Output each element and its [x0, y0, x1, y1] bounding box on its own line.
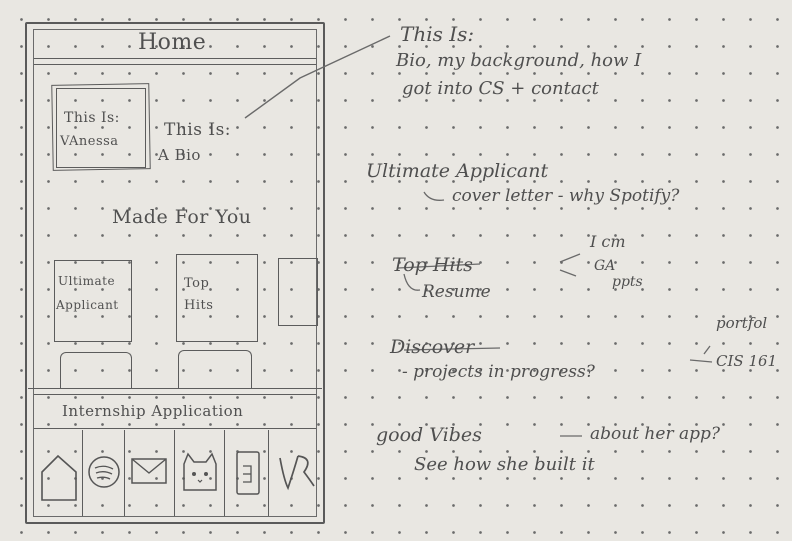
note-discover-title: Discover	[390, 336, 475, 358]
bio-card-label-2: VAnessa	[60, 134, 119, 149]
note-discover-side2: CIS 161	[716, 352, 778, 370]
tile-partial[interactable]	[278, 258, 318, 326]
tile-top-hits-label-2: Hits	[184, 298, 214, 313]
cat-icon[interactable]	[178, 450, 222, 494]
phone-frame: Home This Is: VAnessa This Is: A Bio Mad…	[25, 22, 325, 524]
spotify-icon[interactable]	[86, 454, 122, 490]
note-goodvibes-arrow: about her app?	[590, 424, 720, 444]
header-title: Home	[138, 30, 207, 55]
home-icon[interactable]	[38, 450, 80, 506]
note-this-is-line2: Bio, my background, how I	[396, 50, 642, 71]
tile-top-hits[interactable]	[176, 254, 258, 342]
tile-lower-2[interactable]	[178, 350, 252, 388]
header-divider	[34, 58, 316, 59]
note-ultimate-title: Ultimate Applicant	[366, 160, 549, 182]
tile-ultimate-label-1: Ultimate	[58, 274, 116, 288]
phone-icon[interactable]	[232, 448, 264, 500]
banner-label[interactable]: Internship Application	[62, 402, 244, 420]
header-divider-2	[34, 64, 316, 65]
bio-heading-2: A Bio	[158, 146, 201, 164]
bio-card-label-1: This Is:	[64, 110, 120, 126]
tile-ultimate-label-2: Applicant	[56, 298, 119, 312]
note-tophits-side2: GA	[594, 258, 616, 274]
note-this-is-title: This Is:	[400, 22, 475, 46]
tile-top-hits-label-1: Top	[184, 276, 210, 291]
note-ultimate-sub: cover letter - why Spotify?	[452, 186, 680, 206]
nav-divider	[82, 430, 83, 516]
bio-heading-1: This Is:	[164, 120, 232, 140]
nav-divider	[224, 430, 225, 516]
mail-icon[interactable]	[130, 456, 168, 486]
note-tophits-side1: I cm	[590, 232, 626, 251]
note-tophits-sub: Resume	[422, 282, 491, 302]
banner-top-line-2	[34, 394, 316, 395]
note-tophits-title: Top Hits	[392, 254, 473, 276]
section-title: Made For You	[112, 206, 252, 228]
nav-divider	[268, 430, 269, 516]
note-discover-sub: - projects in progress?	[402, 362, 595, 382]
bottom-nav	[34, 430, 316, 518]
phone-screen: Home This Is: VAnessa This Is: A Bio Mad…	[28, 29, 322, 518]
note-goodvibes-title: good Vibes	[376, 424, 482, 446]
note-goodvibes-sub: See how she built it	[414, 454, 595, 475]
note-tophits-side3: ppts	[612, 274, 643, 290]
nav-divider	[174, 430, 175, 516]
note-this-is-line3: got into CS + contact	[402, 78, 599, 99]
banner-top-line	[28, 388, 322, 389]
bio-card-inner	[56, 88, 146, 168]
note-discover-side1: portfol	[716, 314, 768, 332]
tile-lower-1[interactable]	[60, 352, 132, 388]
nav-divider	[124, 430, 125, 516]
vr-icon[interactable]	[274, 450, 318, 498]
tile-ultimate-applicant[interactable]	[54, 260, 132, 342]
banner-bottom-line	[34, 428, 316, 429]
